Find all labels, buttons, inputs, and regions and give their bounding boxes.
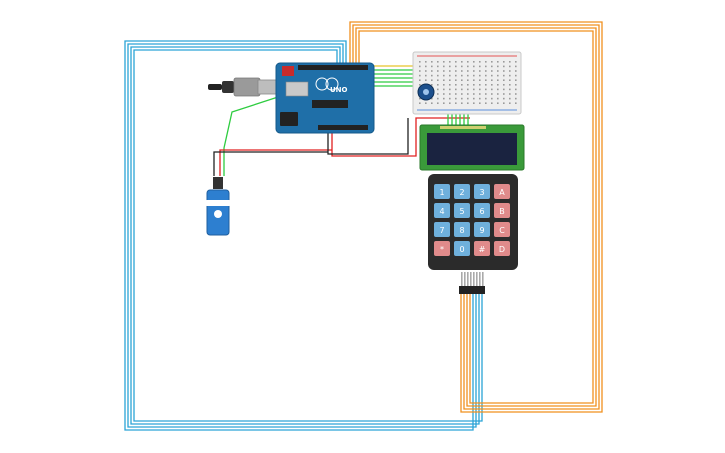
keypad-key-label: 7 <box>439 226 444 235</box>
keypad-key[interactable]: 9 <box>474 222 490 237</box>
keypad-key-label: 8 <box>459 226 464 235</box>
usb-cable-icon <box>208 77 281 97</box>
keypad-key[interactable]: 8 <box>454 222 470 237</box>
keypad-key-label: B <box>499 207 505 216</box>
keypad-key-label: C <box>499 226 505 235</box>
keypad-key-label: 6 <box>479 207 484 216</box>
wire-orange-2 <box>352 24 600 410</box>
keypad-key-label: 9 <box>479 226 484 235</box>
keypad-key[interactable]: A <box>494 184 510 199</box>
keypad-pin <box>464 272 466 286</box>
wire-orange-4 <box>358 30 594 404</box>
keypad-key[interactable]: 5 <box>454 203 470 218</box>
breadboard-icon[interactable] <box>412 51 522 115</box>
arduino-brand-label: UNO <box>330 86 348 94</box>
wire-red-servo <box>219 149 332 176</box>
wire-green-servo <box>223 83 319 176</box>
wire-blue-2 <box>127 43 477 428</box>
wire-blue-1 <box>124 40 474 431</box>
keypad-key[interactable]: C <box>494 222 510 237</box>
keypad-key[interactable]: 0 <box>454 241 470 256</box>
wire-blue-3 <box>130 46 480 425</box>
keypad-key[interactable]: 2 <box>454 184 470 199</box>
keypad-pin <box>470 272 472 286</box>
wire-blue-4 <box>133 49 483 422</box>
wire-orange-3 <box>355 27 597 407</box>
keypad-key[interactable]: 6 <box>474 203 490 218</box>
arduino-uno-board[interactable]: UNO <box>275 62 375 134</box>
keypad-pin <box>479 272 481 286</box>
wire-orange-1 <box>349 21 603 413</box>
keypad-key-label: 3 <box>479 188 484 197</box>
potentiometer-icon[interactable] <box>417 83 435 101</box>
keypad-key-label: * <box>440 245 444 254</box>
keypad-pin <box>482 272 484 286</box>
keypad-pin <box>476 272 478 286</box>
keypad-key[interactable]: D <box>494 241 510 256</box>
lcd-16x2-icon[interactable] <box>419 124 525 171</box>
keypad-pin <box>467 272 469 286</box>
keypad-key-label: D <box>499 245 505 254</box>
keypad-key-label: 5 <box>459 207 464 216</box>
keypad-key-label: # <box>479 245 486 254</box>
wire-black-servo <box>213 151 328 176</box>
keypad-key[interactable]: 1 <box>434 184 450 199</box>
wire-red-power <box>331 117 470 157</box>
servo-motor-icon[interactable] <box>205 177 231 236</box>
keypad-key-label: A <box>499 188 505 197</box>
keypad-key[interactable]: 3 <box>474 184 490 199</box>
keypad-key[interactable]: 4 <box>434 203 450 218</box>
keypad-key[interactable]: # <box>474 241 490 256</box>
keypad-key-label: 0 <box>459 245 464 254</box>
keypad-key-label: 4 <box>439 207 444 216</box>
keypad-key-label: 2 <box>459 188 464 197</box>
wire-black-ground <box>327 118 409 155</box>
keypad-key[interactable]: B <box>494 203 510 218</box>
keypad-key[interactable]: 7 <box>434 222 450 237</box>
keypad-key-label: 1 <box>439 188 444 197</box>
keypad-pin <box>473 272 475 286</box>
keypad[interactable]: 1 2 3 A 4 5 6 B 7 8 9 C * 0 # D <box>428 174 518 294</box>
keypad-key[interactable]: * <box>434 241 450 256</box>
keypad-pin <box>461 272 463 286</box>
